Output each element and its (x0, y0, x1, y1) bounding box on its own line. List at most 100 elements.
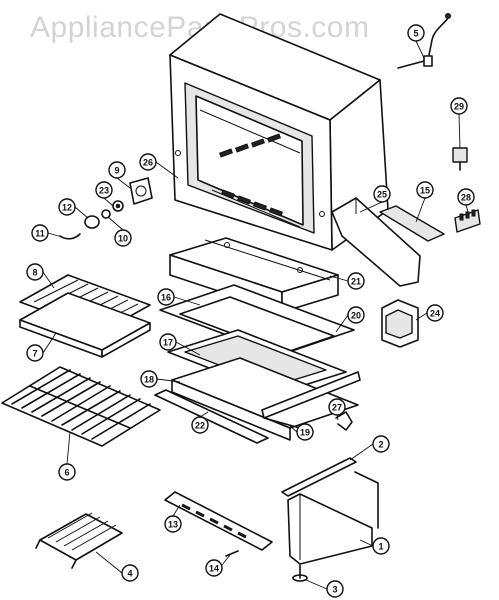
callout-circle (372, 435, 390, 453)
callout-23: 23 (95, 181, 113, 199)
part-24-box (381, 299, 419, 348)
callout-circle (95, 181, 113, 199)
part-18-slide (171, 357, 359, 441)
part-29-terminal-block (452, 147, 468, 171)
callout-circle (31, 224, 49, 242)
callout-number: 13 (168, 520, 178, 530)
oven-vent-slots (219, 133, 283, 217)
callout-7: 7 (26, 344, 44, 362)
part-14-screw (225, 550, 239, 557)
callout-circle (407, 24, 425, 42)
callout-14: 14 (205, 559, 223, 577)
part-6-oven-rack (1, 366, 161, 447)
callout-circle (157, 288, 175, 306)
callout-number: 27 (332, 403, 342, 413)
callout-circle (347, 272, 365, 290)
callout-6: 6 (58, 463, 76, 481)
callout-number: 10 (118, 234, 128, 244)
callout-number: 18 (144, 375, 154, 385)
callout-circle (416, 181, 434, 199)
callout-number: 22 (195, 421, 205, 431)
callout-circle (326, 580, 344, 598)
callout-11: 11 (31, 224, 49, 242)
leader-lines (42, 40, 469, 590)
callout-circle (373, 185, 391, 203)
callout-number: 7 (32, 349, 37, 359)
part-25-rear-panel (331, 197, 421, 287)
part-28-terminal-strip (454, 209, 481, 233)
callout-circle (164, 515, 182, 533)
callout-15: 15 (416, 181, 434, 199)
callout-19: 19 (296, 423, 314, 441)
callout-number: 6 (64, 468, 69, 478)
callout-circle (372, 537, 390, 555)
part-15-bracket (379, 205, 445, 242)
callout-number: 24 (430, 309, 440, 319)
callout-circle (191, 416, 209, 434)
callout-circle (347, 306, 365, 324)
callout-circle (139, 153, 157, 171)
callout-number: 4 (127, 569, 132, 579)
callout-number: 16 (161, 293, 171, 303)
callout-number: 9 (114, 166, 119, 176)
callout-number: 8 (32, 268, 37, 278)
callout-circle (121, 564, 139, 582)
callout-number: 21 (351, 277, 361, 287)
part-23-orifice (112, 200, 124, 212)
callout-number: 28 (461, 193, 471, 203)
callout-number: 17 (163, 338, 173, 348)
callout-1: 1 (372, 537, 390, 555)
callout-number: 23 (99, 186, 109, 196)
callout-20: 20 (347, 306, 365, 324)
callout-number: 15 (420, 186, 430, 196)
callout-number: 5 (413, 29, 418, 39)
callout-circle (426, 304, 444, 322)
callout-circle (328, 398, 346, 416)
callout-26: 26 (139, 153, 157, 171)
callout-10: 10 (114, 229, 132, 247)
callout-5: 5 (407, 24, 425, 42)
callout-number: 14 (209, 564, 219, 574)
callout-4: 4 (121, 564, 139, 582)
callout-circle (140, 370, 158, 388)
part-12-cap (84, 215, 100, 229)
callout-circle (108, 161, 126, 179)
callout-13: 13 (164, 515, 182, 533)
part-22-rail (154, 389, 269, 444)
callout-18: 18 (140, 370, 158, 388)
part-4-wire-rack (35, 512, 123, 569)
callout-circle (159, 333, 177, 351)
part-27-clip (335, 411, 353, 431)
callout-circle (296, 423, 314, 441)
callout-27: 27 (328, 398, 346, 416)
part-11-clip (59, 233, 81, 240)
callout-circle (450, 97, 468, 115)
callout-9: 9 (108, 161, 126, 179)
part-13-vent-panel (164, 491, 273, 551)
part-19-drawer-front (261, 371, 361, 429)
callout-number: 20 (351, 311, 361, 321)
part-10-nut (101, 209, 111, 219)
part-2-rod (281, 457, 357, 497)
callout-28: 28 (457, 188, 475, 206)
callout-number: 2 (378, 440, 383, 450)
callout-circle (26, 344, 44, 362)
callout-29: 29 (450, 97, 468, 115)
callout-number: 1 (378, 542, 383, 552)
callout-12: 12 (58, 198, 76, 216)
callout-8: 8 (26, 263, 44, 281)
callout-3: 3 (326, 580, 344, 598)
callout-circle (114, 229, 132, 247)
callout-circle (58, 463, 76, 481)
callout-labels: 1234567891011121314151617181920212223242… (26, 24, 475, 598)
callout-number: 11 (35, 229, 45, 239)
part-7-broiler-pan (19, 292, 151, 358)
callout-number: 29 (454, 102, 464, 112)
oven-cavity (169, 13, 389, 251)
callout-circle (457, 188, 475, 206)
callout-number: 12 (62, 203, 72, 213)
callout-number: 19 (300, 428, 310, 438)
callout-circle (58, 198, 76, 216)
callout-24: 24 (426, 304, 444, 322)
